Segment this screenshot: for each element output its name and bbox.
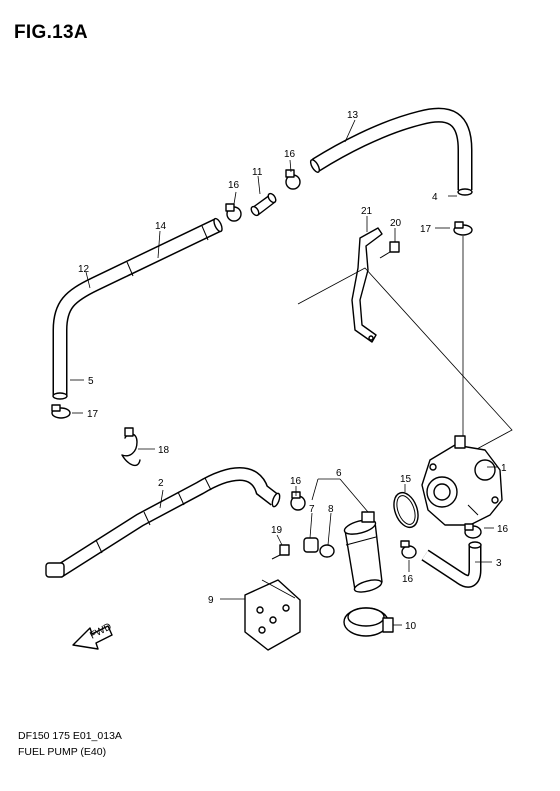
bracket-21[interactable]: [351, 227, 383, 343]
hose-7[interactable]: [303, 537, 319, 553]
callout-5: 5: [88, 376, 94, 387]
hose-3[interactable]: [421, 541, 482, 588]
callout-14: 14: [155, 221, 167, 232]
reference-line-frame: [297, 267, 513, 451]
leader-lines: [70, 119, 498, 626]
callout-18: 18: [158, 445, 170, 456]
callout-2: 2: [158, 478, 164, 489]
callout-11: 11: [252, 167, 263, 178]
fuel-pump-1[interactable]: [421, 435, 503, 526]
callout-1: 1: [501, 463, 507, 474]
holder-10[interactable]: [343, 607, 394, 637]
bolt-20[interactable]: [379, 241, 400, 259]
callout-16-d: 16: [402, 574, 414, 585]
callout-16-c: 16: [497, 524, 509, 535]
bracket-9[interactable]: [244, 579, 301, 651]
callout-16-e: 16: [290, 476, 302, 487]
figure-title: FIG.13A: [14, 22, 88, 43]
callout-15: 15: [400, 474, 412, 485]
clamp-16-lower[interactable]: [400, 540, 417, 559]
forward-arrow-icon: FWD: [72, 621, 114, 650]
clip-18[interactable]: [121, 427, 141, 467]
clamp-16-mid[interactable]: [225, 203, 242, 222]
callout-16-b: 16: [228, 180, 240, 191]
callout-17-a: 17: [87, 409, 99, 420]
clamp-8[interactable]: [319, 544, 335, 558]
callout-4: 4: [432, 192, 438, 203]
callout-13: 13: [347, 110, 359, 121]
hose-14-12[interactable]: [52, 217, 224, 400]
callout-17-b: 17: [420, 224, 432, 235]
callout-20: 20: [390, 218, 402, 229]
reference-line-bracket: [261, 579, 296, 599]
clamp-16-filter[interactable]: [290, 491, 306, 511]
drawing-code: DF150 175 E01_013A: [18, 730, 122, 742]
callout-9: 9: [208, 595, 214, 606]
o-ring-15[interactable]: [390, 489, 423, 530]
fuel-filter-8[interactable]: [343, 511, 383, 594]
callout-7: 7: [309, 504, 315, 515]
callout-16-a: 16: [284, 149, 296, 160]
callout-19: 19: [271, 525, 283, 536]
joint-11[interactable]: [250, 192, 278, 217]
clamp-16-right[interactable]: [464, 523, 482, 539]
drawing-name: FUEL PUMP (E40): [18, 746, 107, 758]
clamp-16-upper[interactable]: [285, 169, 301, 190]
clamp-17-left[interactable]: [51, 404, 71, 419]
callout-3: 3: [496, 558, 502, 569]
callout-12: 12: [78, 264, 90, 275]
clamp-17-right[interactable]: [453, 221, 473, 236]
bolt-19[interactable]: [271, 544, 290, 560]
callout-21: 21: [361, 206, 373, 217]
callout-10: 10: [405, 621, 417, 632]
hose-2[interactable]: [45, 467, 281, 578]
hose-13-arch[interactable]: [309, 107, 473, 196]
callout-8: 8: [328, 504, 334, 515]
callout-6: 6: [336, 468, 342, 479]
